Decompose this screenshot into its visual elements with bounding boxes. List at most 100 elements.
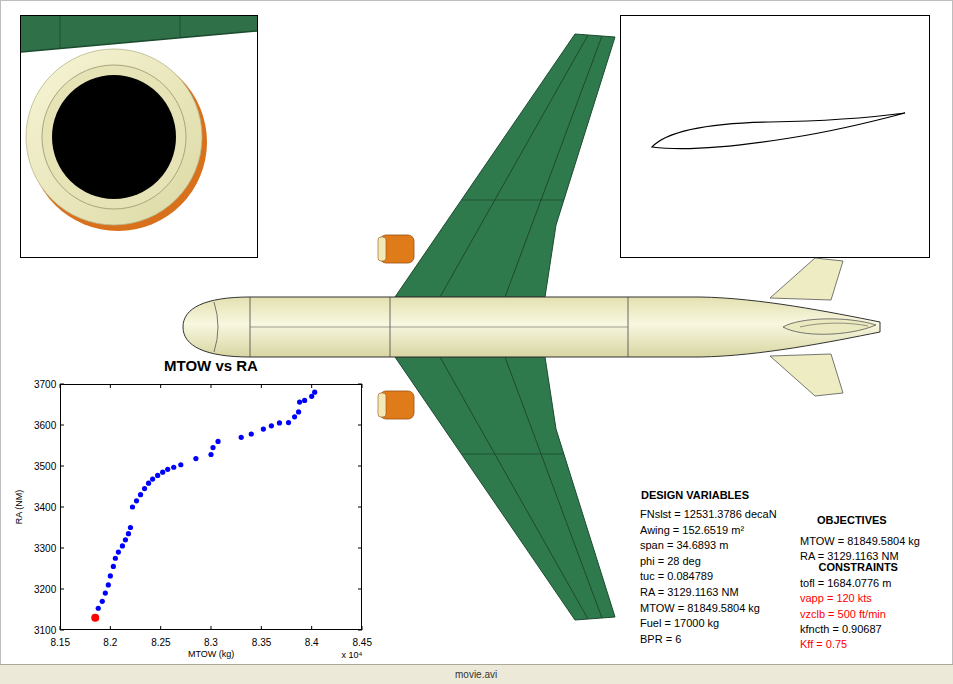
data-point xyxy=(171,465,176,470)
axis-tick xyxy=(358,466,362,467)
axis-tick xyxy=(358,589,362,590)
objective-value: RA = 3129.1163 NM xyxy=(800,550,899,562)
engine-intake-lip xyxy=(378,237,386,261)
axis-tick xyxy=(311,626,312,630)
tick-label: 3500 xyxy=(34,461,56,472)
design-variable: MTOW = 81849.5804 kg xyxy=(640,602,760,614)
data-point xyxy=(208,452,213,457)
section-heading: OBJECTIVES xyxy=(817,514,887,526)
wing-spar-line xyxy=(440,357,588,619)
data-point xyxy=(108,573,113,578)
tick-label: 8.4 xyxy=(305,637,319,648)
wing xyxy=(395,357,615,620)
engine-intake-lip xyxy=(378,393,386,417)
status-filename: movie.avi xyxy=(455,669,497,680)
design-variable: Fuel = 17000 kg xyxy=(640,617,719,629)
tick-label: 8.25 xyxy=(151,637,170,648)
nacelle-lip xyxy=(26,49,202,225)
data-point xyxy=(165,467,170,472)
data-point xyxy=(277,420,282,425)
tick-label: 3200 xyxy=(34,584,56,595)
axis-tick xyxy=(60,589,64,590)
vertical-fin xyxy=(783,319,876,334)
wing-spar-line xyxy=(440,35,588,297)
axis-tick xyxy=(110,626,111,630)
data-point xyxy=(286,420,291,425)
axis-tick xyxy=(60,384,64,385)
airfoil-profile xyxy=(652,113,905,149)
data-point xyxy=(146,481,151,486)
data-point xyxy=(126,531,131,536)
axis-tick xyxy=(60,425,64,426)
axis-tick xyxy=(261,384,262,388)
engine-view-panel xyxy=(21,16,258,258)
data-point xyxy=(150,477,155,482)
chart-frame xyxy=(61,385,362,630)
tick-label: 3400 xyxy=(34,502,56,513)
constraint-value: kfncth = 0.90687 xyxy=(800,623,882,635)
data-point xyxy=(261,427,266,432)
data-point xyxy=(138,492,143,497)
design-variable: phi = 28 deg xyxy=(640,555,701,567)
data-point xyxy=(239,435,244,440)
data-point xyxy=(215,439,220,444)
data-point xyxy=(134,498,139,503)
data-point xyxy=(178,462,183,467)
objective-value: MTOW = 81849.5804 kg xyxy=(800,535,920,547)
fuselage xyxy=(183,297,880,357)
tick-label: 8.3 xyxy=(204,637,218,648)
axis-tick xyxy=(160,384,161,388)
design-variable: tuc = 0.084789 xyxy=(640,570,713,582)
design-variable: FNslst = 12531.3786 decaN xyxy=(640,508,777,520)
section-heading: DESIGN VARIABLES xyxy=(641,489,749,501)
axis-tick xyxy=(311,384,312,388)
nacelle-inner-ring xyxy=(42,65,186,209)
wing-edge-line xyxy=(21,31,257,52)
axis-label: MTOW (kg) xyxy=(188,650,234,660)
data-point xyxy=(160,470,165,475)
horizontal-tail xyxy=(770,354,843,396)
axis-tick xyxy=(60,626,61,630)
axis-tick xyxy=(358,507,362,508)
axis-tick xyxy=(358,425,362,426)
data-point xyxy=(269,423,274,428)
data-point xyxy=(100,599,105,604)
design-variable: RA = 3129.1163 NM xyxy=(640,586,739,598)
axis-tick xyxy=(261,626,262,630)
data-point xyxy=(130,504,135,509)
constraint-value: Kff = 0.75 xyxy=(800,638,847,650)
tick-label: 8.15 xyxy=(51,637,70,648)
design-variable: BPR = 6 xyxy=(640,633,681,645)
wing-rib-line xyxy=(60,16,61,48)
section-heading: CONSTRAINTS xyxy=(819,561,898,573)
data-point xyxy=(111,564,116,569)
data-point xyxy=(116,550,121,555)
vertical-fin-line xyxy=(800,323,868,327)
data-point xyxy=(193,456,198,461)
axis-tick xyxy=(60,630,64,631)
axis-label: RA (NM) xyxy=(15,490,25,525)
tick-label: 8.45 xyxy=(353,637,372,648)
axis-tick xyxy=(362,626,363,630)
axis-tick xyxy=(160,626,161,630)
data-point xyxy=(96,606,101,611)
horizontal-tail xyxy=(770,258,843,300)
wing-band xyxy=(21,16,257,52)
data-point xyxy=(128,525,133,530)
axis-tick xyxy=(211,384,212,388)
tick-label: 3100 xyxy=(34,625,56,636)
fuselage-center-line xyxy=(250,327,628,328)
wing-rib-line xyxy=(462,454,564,455)
data-point xyxy=(106,582,111,587)
design-variable: span = 34.6893 m xyxy=(640,539,728,551)
axis-tick xyxy=(60,384,61,388)
status-bar-border xyxy=(0,664,953,665)
data-point xyxy=(123,537,128,542)
constraint-value: vapp = 120 kts xyxy=(800,592,872,604)
wing-rib-line xyxy=(180,16,181,38)
chart-title: MTOW vs RA xyxy=(164,358,258,375)
tick-label: 3300 xyxy=(34,543,56,554)
tick-label: 3700 xyxy=(34,379,56,390)
data-point xyxy=(155,473,160,478)
